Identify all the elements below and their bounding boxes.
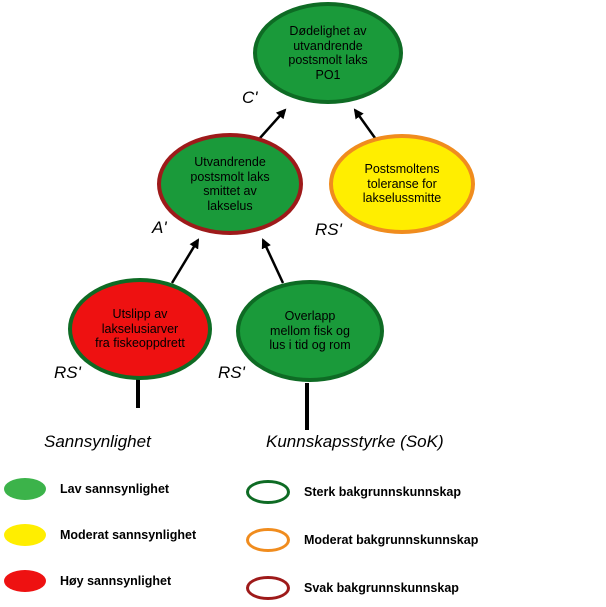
- legend-swatch-moderate: [4, 524, 46, 546]
- legend-label-moderate-knowledge: Moderat bakgrunnskunnskap: [304, 533, 479, 547]
- legend-item-high-probability: Høy sannsynlighet: [4, 570, 171, 592]
- tag-rs-tolerance: RS': [315, 220, 342, 239]
- legend-item-weak-knowledge: Svak bakgrunnskunnskap: [246, 576, 459, 600]
- node-lice-tolerance-text: Postsmoltens toleranse for lakselussmitt…: [362, 162, 442, 206]
- node-lice-tolerance: Postsmoltens toleranse for lakselussmitt…: [329, 134, 475, 234]
- tag-rs-overlap: RS': [218, 363, 245, 382]
- legend-swatch-low: [4, 478, 46, 500]
- legend-swatch-weak: [246, 576, 290, 600]
- legend-swatch-high: [4, 570, 46, 592]
- arrow-middle-right-to-top: [353, 108, 377, 139]
- legend-label-moderate: Moderat sannsynlighet: [60, 528, 197, 542]
- arrow-middle-left-to-top: [259, 108, 287, 139]
- legend-item-strong-knowledge: Sterk bakgrunnskunnskap: [246, 480, 461, 504]
- legend-label-strong: Sterk bakgrunnskunnskap: [304, 485, 461, 499]
- node-infected-postsmolt: Utvandrende postsmolt laks smittet av la…: [157, 133, 303, 235]
- node-fish-lice-overlap-text: Overlapp mellom fisk og lus i tid og rom: [269, 309, 351, 353]
- legend-swatch-strong: [246, 480, 290, 504]
- node-mortality-postsmolt: Dødelighet av utvandrende postsmolt laks…: [253, 2, 403, 104]
- arrow-bottom-right-to-middle-left: [261, 238, 285, 284]
- legend-label-weak: Svak bakgrunnskunnskap: [304, 581, 459, 595]
- node-fish-lice-overlap: Overlapp mellom fisk og lus i tid og rom: [236, 280, 384, 382]
- node-lice-larvae-release: Utslipp av lakselusiarver fra fiskeoppdr…: [68, 278, 212, 380]
- tag-a-prime: A': [152, 218, 167, 237]
- tag-c-prime: C': [242, 88, 258, 107]
- legend-label-low: Lav sannsynlighet: [60, 482, 170, 496]
- legend-knowledge-title: Kunnskapsstyrke (SoK): [266, 432, 444, 451]
- legend-item-moderate-probability: Moderat sannsynlighet: [4, 524, 196, 546]
- node-mortality-postsmolt-text: Dødelighet av utvandrende postsmolt laks…: [288, 24, 368, 82]
- legend-item-low-probability: Lav sannsynlighet: [4, 478, 169, 500]
- legend-item-moderate-knowledge: Moderat bakgrunnskunnskap: [246, 528, 478, 552]
- node-infected-postsmolt-text: Utvandrende postsmolt laks smittet av la…: [190, 155, 270, 213]
- legend-swatch-moderate-knowledge: [246, 528, 290, 552]
- tag-rs-release: RS': [54, 363, 81, 382]
- legend-label-high: Høy sannsynlighet: [60, 574, 172, 588]
- node-lice-larvae-release-text: Utslipp av lakselusiarver fra fiskeoppdr…: [95, 307, 185, 351]
- legend-probability-title: Sannsynlighet: [44, 432, 151, 451]
- arrow-bottom-left-to-middle-left: [170, 238, 200, 284]
